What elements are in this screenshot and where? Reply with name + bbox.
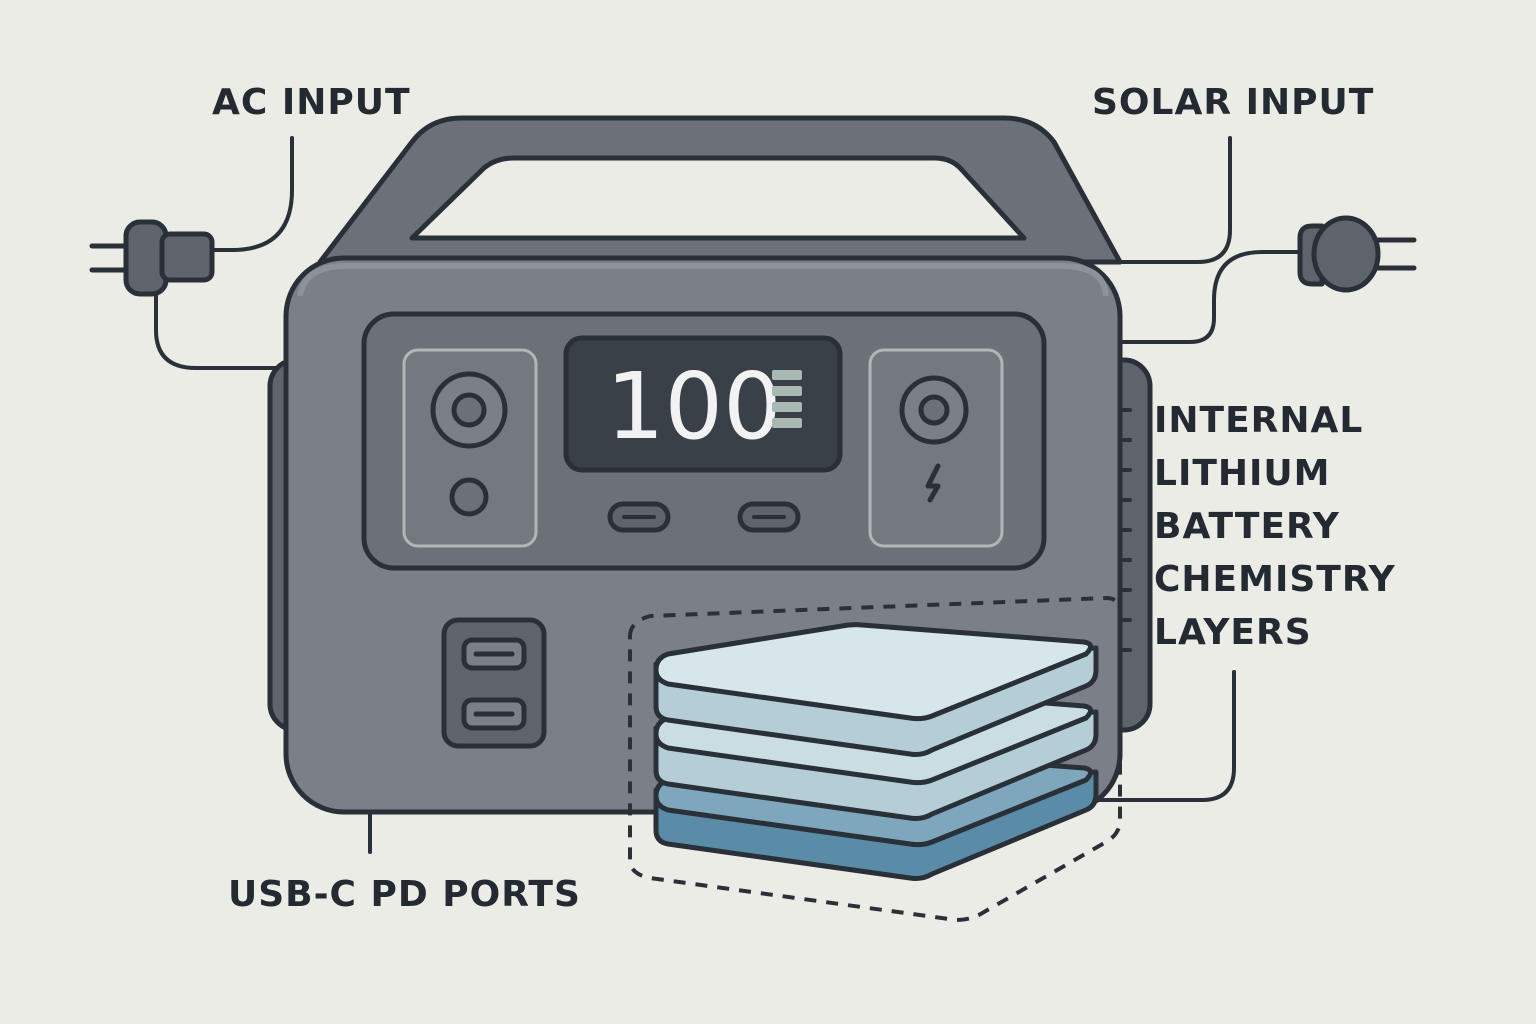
plug-icon [1297,215,1417,293]
label-battery-line: INTERNAL [1154,400,1363,441]
power-button-icon[interactable] [449,477,489,517]
label-battery-line: BATTERY [1154,506,1340,547]
battery-level-bar [772,370,802,380]
battery-percentage: 100 [606,353,782,460]
battery-level-bar [772,402,802,412]
usb-c-port[interactable] [461,637,527,671]
battery-layers [628,595,1122,923]
lightning-icon [925,463,941,503]
panel-usb-c-port[interactable] [737,501,801,533]
solar-input-leader [1018,136,1302,344]
label-battery-line: LITHIUM [1154,453,1330,494]
battery-boundary [628,595,1122,923]
label-battery-chemistry: INTERNAL LITHIUM BATTERY CHEMISTRY LAYER… [1154,400,1396,653]
usb-c-port[interactable] [461,697,527,731]
display-screen: 100 [563,335,843,473]
usb-c-pd-ports [441,617,547,749]
label-battery-line: LAYERS [1154,612,1312,653]
battery-level-bars [772,370,802,428]
dc-socket[interactable] [430,371,508,449]
charging-socket[interactable] [899,375,969,445]
battery-layer-top [653,622,1099,757]
ac-input-leader [154,136,294,370]
panel-usb-c-port[interactable] [607,501,671,533]
label-battery-line: CHEMISTRY [1154,559,1396,600]
label-solar-input: SOLAR INPUT [1092,82,1374,123]
control-panel: 100 [361,311,1047,571]
carry-handle [317,115,1123,265]
label-usb-c-pd-ports: USB-C PD PORTS [228,874,581,915]
battery-leader [1098,670,1236,802]
label-ac-input: AC INPUT [212,82,411,123]
battery-level-bar [772,386,802,396]
plug-icon [89,219,215,297]
battery-level-bar [772,418,802,428]
